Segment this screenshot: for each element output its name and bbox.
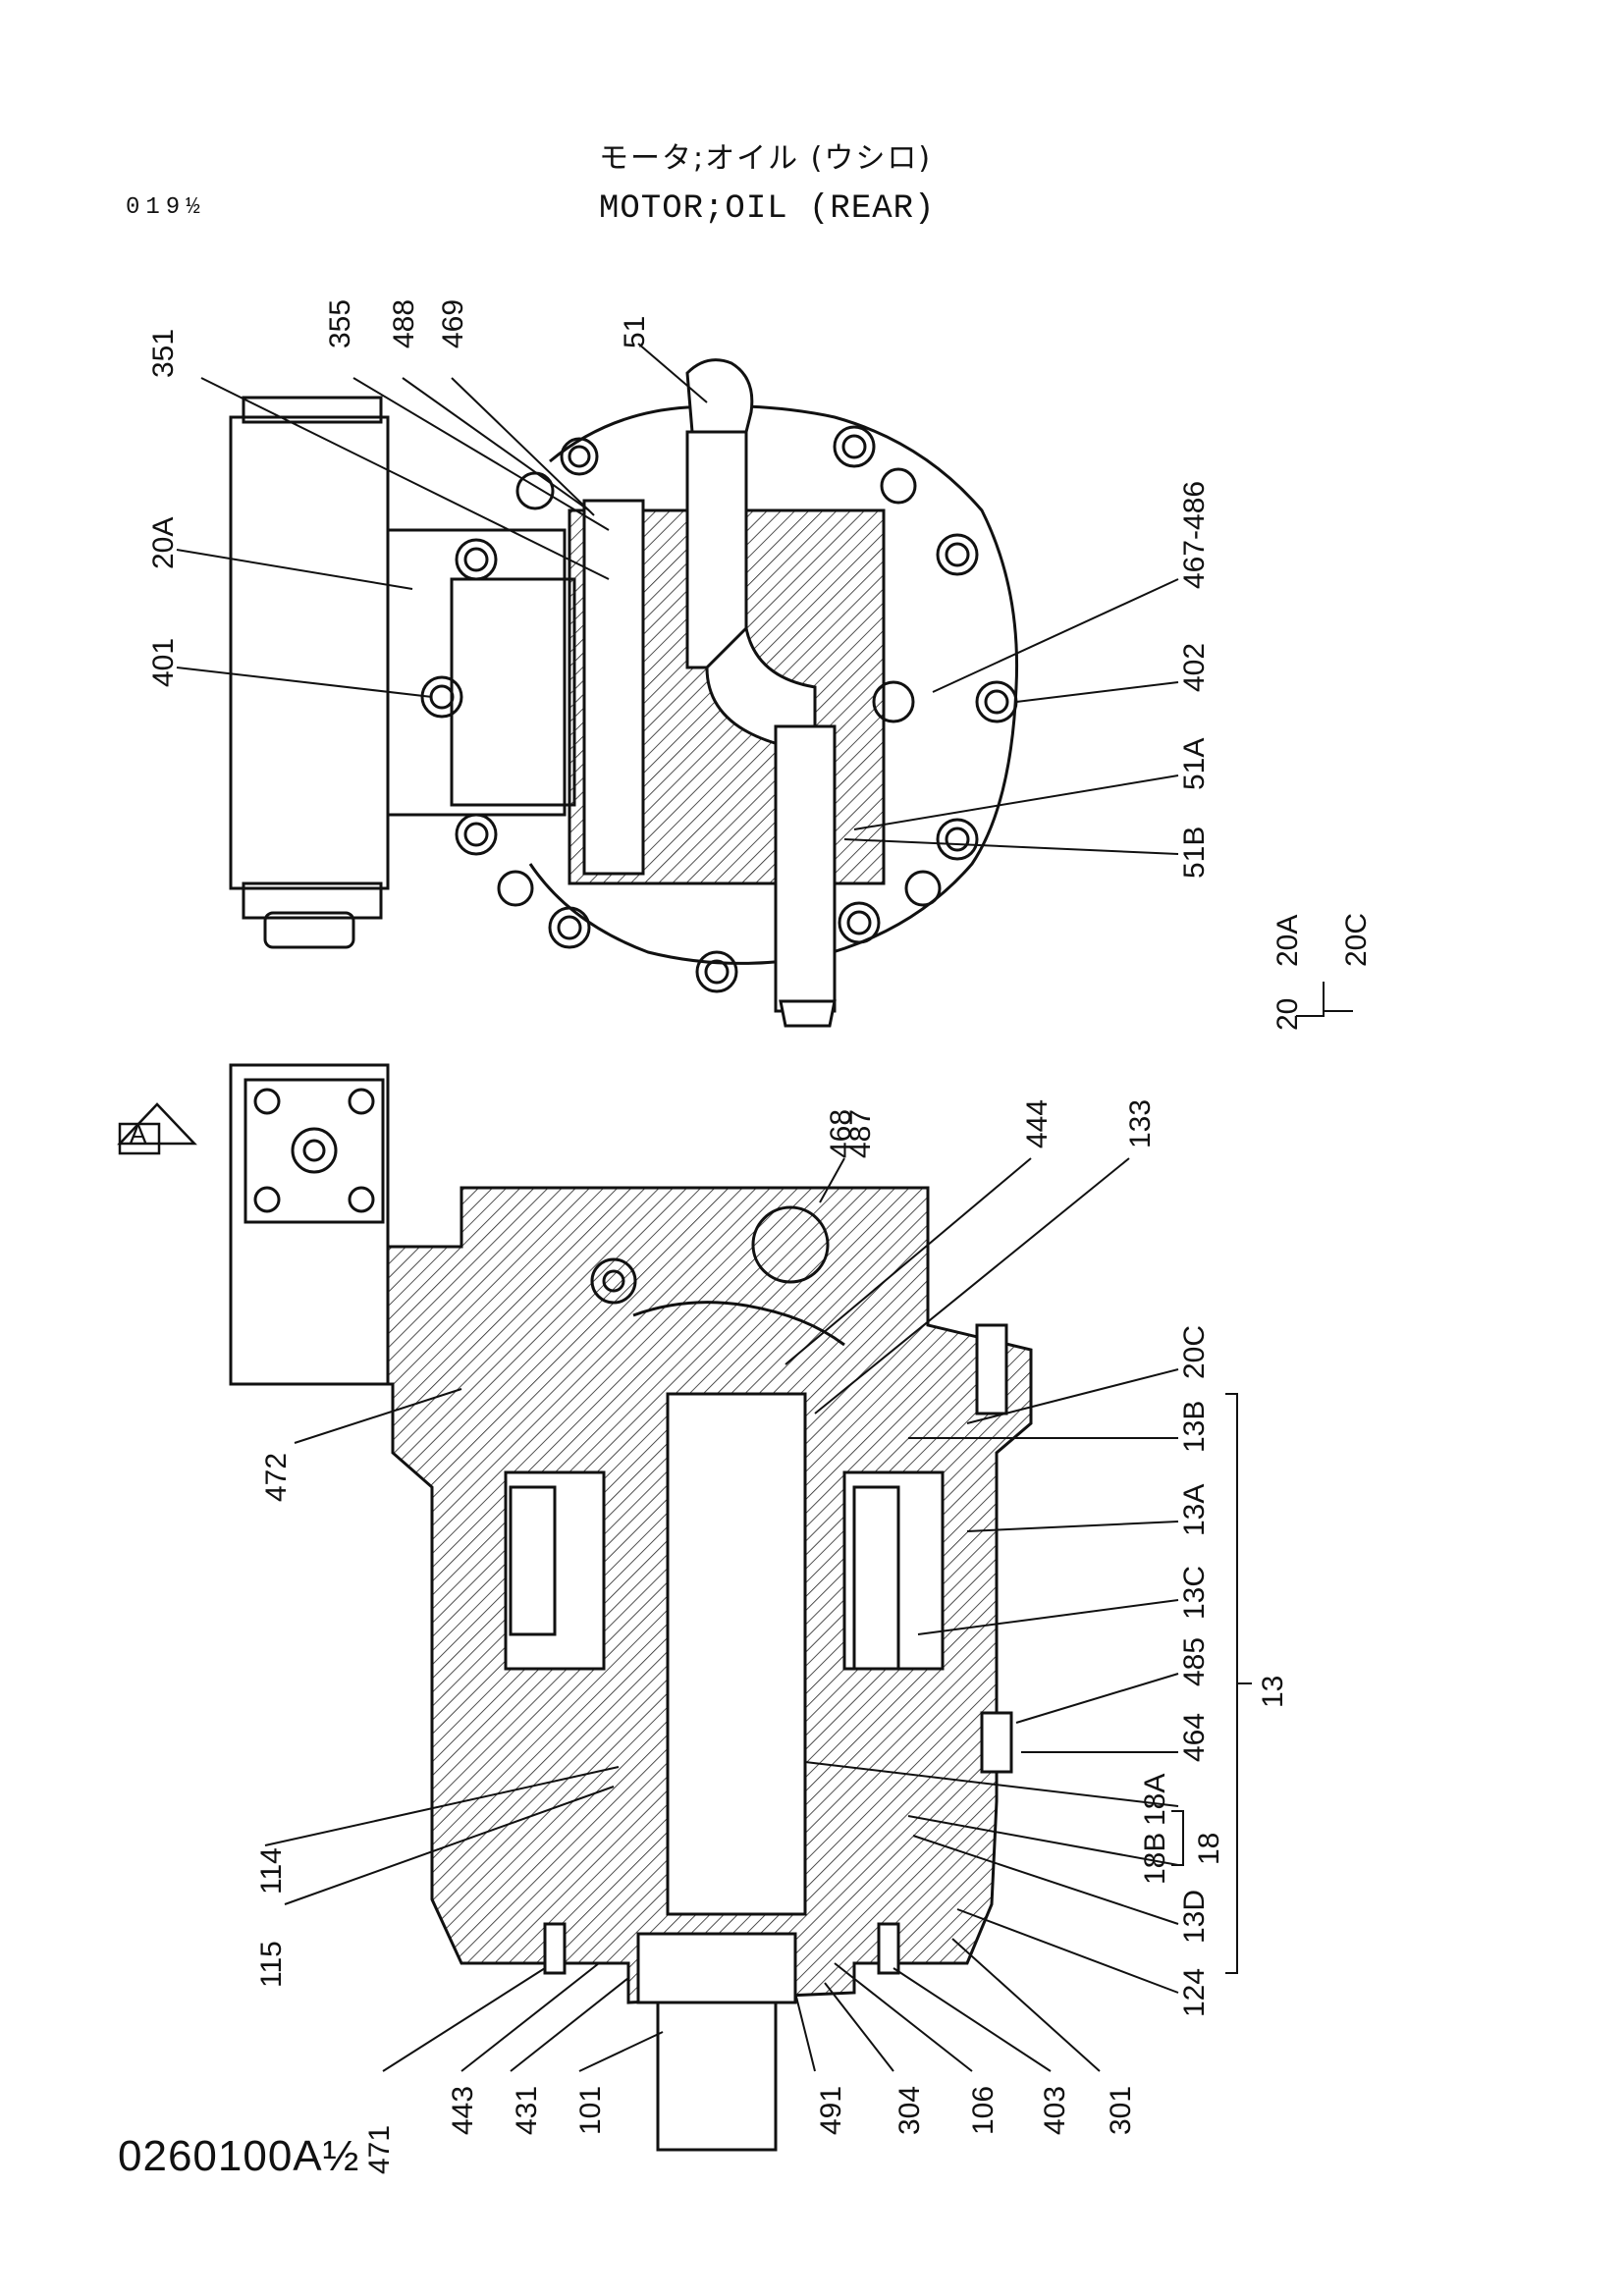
label-401: 401: [147, 637, 180, 687]
label-443: 443: [447, 2085, 479, 2135]
title-english: MOTOR;OIL (REAR): [599, 190, 936, 228]
label-403: 403: [1039, 2085, 1071, 2135]
label-group-20A: 20A: [1271, 914, 1304, 967]
label-13B: 13B: [1178, 1400, 1211, 1453]
label-114: 114: [255, 1847, 288, 1895]
label-471: 471: [363, 2124, 396, 2174]
label-101: 101: [574, 2085, 607, 2135]
view-a-marker: [117, 1102, 197, 1155]
label-488: 488: [388, 298, 420, 348]
label-13C: 13C: [1178, 1565, 1211, 1620]
label-18A: 18A: [1139, 1773, 1171, 1826]
label-20C: 20C: [1178, 1324, 1211, 1379]
title-japanese: モータ;オイル (ウシロ): [599, 141, 933, 176]
label-444: 444: [1021, 1098, 1054, 1148]
label-18B: 18B: [1139, 1832, 1171, 1885]
document-number: 0260100A½: [118, 2132, 360, 2180]
label-431: 431: [511, 2085, 543, 2135]
label-group-20C: 20C: [1340, 912, 1373, 967]
label-402: 402: [1178, 642, 1211, 692]
label-115: 115: [255, 1941, 288, 1988]
label-51: 51: [619, 315, 651, 348]
label-124: 124: [1178, 1967, 1211, 2017]
label-group-13: 13: [1257, 1675, 1289, 1708]
label-301: 301: [1105, 2085, 1137, 2135]
label-group-20: 20: [1271, 997, 1304, 1031]
page-number: 019½: [126, 194, 206, 221]
label-13A: 13A: [1178, 1483, 1211, 1536]
top-view-drawing: [229, 358, 1019, 1028]
label-304: 304: [893, 2085, 926, 2135]
label-20A: 20A: [147, 516, 180, 569]
label-351: 351: [147, 328, 180, 378]
label-group-18: 18: [1193, 1832, 1225, 1865]
label-355: 355: [324, 298, 356, 348]
label-485: 485: [1178, 1636, 1211, 1686]
label-464: 464: [1178, 1712, 1211, 1762]
label-491: 491: [815, 2085, 847, 2135]
label-469: 469: [437, 298, 469, 348]
label-13D: 13D: [1178, 1889, 1211, 1944]
group-20-bracket: [1296, 982, 1353, 1017]
label-51B: 51B: [1178, 826, 1211, 879]
label-51A: 51A: [1178, 737, 1211, 790]
section-view-drawing: [229, 1063, 1033, 2152]
label-467-486: 467-486: [1178, 480, 1211, 589]
group-13-18-brackets: [1171, 1393, 1252, 1974]
top-view-leader-lines: [176, 343, 1179, 855]
view-a-letter: A: [130, 1119, 147, 1148]
label-133: 133: [1124, 1098, 1157, 1148]
label-106: 106: [967, 2085, 1000, 2135]
label-472: 472: [260, 1452, 293, 1502]
label-487: 487: [844, 1108, 877, 1158]
section-view-leader-lines: [264, 1157, 1179, 2072]
